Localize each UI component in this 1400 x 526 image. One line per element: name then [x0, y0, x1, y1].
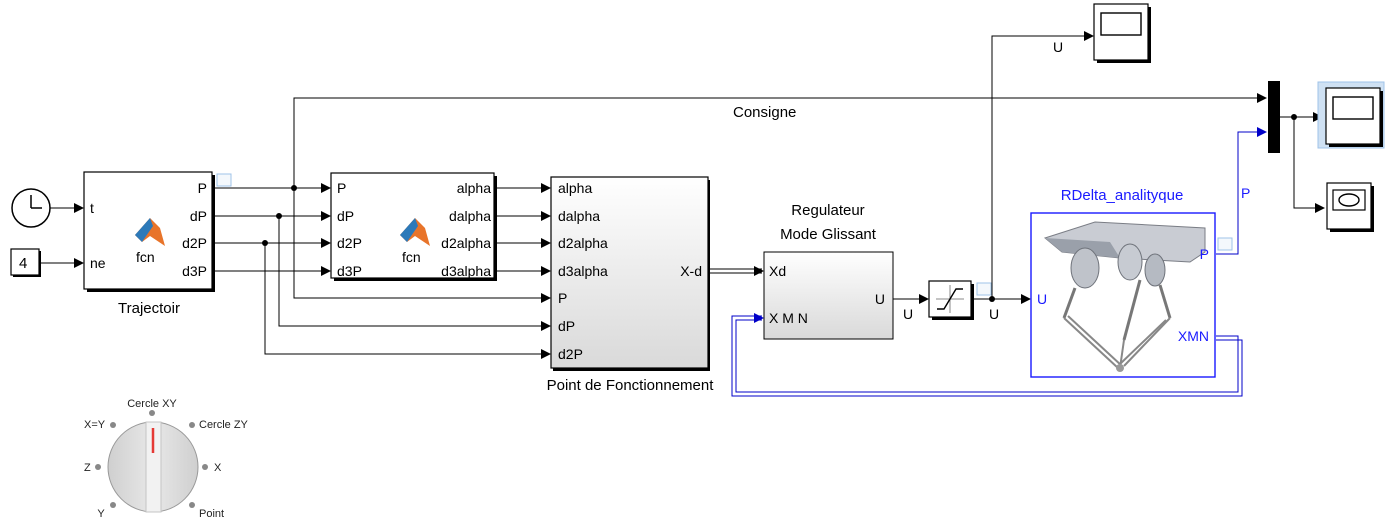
- rdelta-in-u: U: [1037, 291, 1047, 307]
- regulateur-block[interactable]: Xd X M N U: [763, 251, 894, 340]
- pf-in-d2p: d2P: [558, 346, 583, 362]
- pf-in-alpha: alpha: [558, 180, 592, 196]
- reg-out-u: U: [875, 291, 885, 307]
- fcn2-out-d2alpha: d2alpha: [441, 235, 491, 251]
- consigne-label: Consigne: [733, 104, 796, 121]
- trajectoir-out-dp: dP: [190, 208, 207, 224]
- switch-pos-cercle-xy: Cercle XY: [127, 398, 177, 410]
- trajectoir-out-p: P: [198, 180, 207, 196]
- delta-robot-image: [1043, 221, 1206, 372]
- trajectoir-block[interactable]: fcn t ne P dP d2P d3P: [83, 171, 232, 292]
- trajectoir-out-d2p: d2P: [182, 235, 207, 251]
- mux-block[interactable]: [1268, 81, 1280, 153]
- regulateur-label-2: Mode Glissant: [780, 226, 877, 243]
- saturation-block[interactable]: [928, 280, 992, 320]
- reg-in-xd: Xd: [769, 263, 786, 279]
- trajectoir-fcn-text: fcn: [136, 249, 155, 265]
- pf-in-dalpha: dalpha: [558, 208, 600, 224]
- scope-icon: [1100, 12, 1142, 36]
- regulateur-label-1: Regulateur: [791, 202, 864, 219]
- p-out-label: P: [1241, 185, 1250, 201]
- scope-top[interactable]: [1093, 3, 1151, 63]
- xy-graph-icon: [1338, 193, 1360, 207]
- u-sat-out-label: U: [989, 306, 999, 322]
- constant-value: 4: [19, 255, 27, 272]
- clock-block[interactable]: [11, 188, 51, 228]
- switch-pos-y: Y: [97, 508, 105, 520]
- pf-in-p: P: [558, 290, 567, 306]
- switch-ticks: [95, 410, 208, 508]
- constant-block[interactable]: 4: [10, 248, 41, 277]
- point-fonctionnement-label: Point de Fonctionnement: [547, 377, 715, 394]
- switch-pos-xy: X=Y: [84, 419, 106, 431]
- pf-in-dp: dP: [558, 318, 575, 334]
- rdelta-out-p: P: [1200, 246, 1209, 262]
- rotary-switch[interactable]: Cercle XY Cercle ZY X Point Y Z X=Y: [84, 398, 249, 520]
- pf-in-d2alpha: d2alpha: [558, 235, 608, 251]
- fcn2-in-d2p: d2P: [337, 235, 362, 251]
- pf-in-d3alpha: d3alpha: [558, 263, 608, 279]
- fcn2-block[interactable]: fcn P dP d2P d3P alpha dalpha d2alpha d3…: [330, 172, 497, 281]
- matlab-fcn-icon: [135, 218, 165, 246]
- saturation-icon: [936, 285, 964, 313]
- trajectoir-out-d3p: d3P: [182, 263, 207, 279]
- trajectoir-in-ne: ne: [90, 255, 106, 271]
- fcn2-out-alpha: alpha: [457, 180, 491, 196]
- matlab-fcn-icon: [400, 218, 430, 246]
- point-fonctionnement-block[interactable]: alpha dalpha d2alpha d3alpha P dP d2P X-…: [550, 176, 710, 371]
- switch-pos-cercle-zy: Cercle ZY: [199, 419, 249, 431]
- fcn2-fcn-text: fcn: [402, 249, 421, 265]
- fcn2-out-dalpha: dalpha: [449, 208, 491, 224]
- switch-pos-point: Point: [199, 508, 224, 520]
- fcn2-out-d3alpha: d3alpha: [441, 263, 491, 279]
- rdelta-block[interactable]: U P XMN: [1030, 212, 1233, 378]
- u-top-label: U: [1053, 39, 1063, 55]
- rdelta-label: RDelta_analityque: [1061, 187, 1184, 204]
- switch-pos-x: X: [214, 462, 222, 474]
- fcn2-in-d3p: d3P: [337, 263, 362, 279]
- fcn2-in-dp: dP: [337, 208, 354, 224]
- switch-pos-z: Z: [84, 462, 91, 474]
- reg-in-xmn: X M N: [769, 310, 808, 326]
- fcn2-in-p: P: [337, 180, 346, 196]
- xy-graph[interactable]: [1326, 182, 1374, 232]
- trajectoir-label: Trajectoir: [118, 300, 180, 317]
- u-reg-out-label: U: [903, 306, 913, 322]
- scope-icon: [1332, 96, 1374, 120]
- pf-out-xd: X-d: [680, 263, 702, 279]
- scope-mux[interactable]: [1317, 81, 1385, 149]
- rdelta-out-xmn: XMN: [1178, 328, 1209, 344]
- trajectoir-in-t: t: [90, 200, 94, 216]
- signal-lines: [40, 31, 1325, 397]
